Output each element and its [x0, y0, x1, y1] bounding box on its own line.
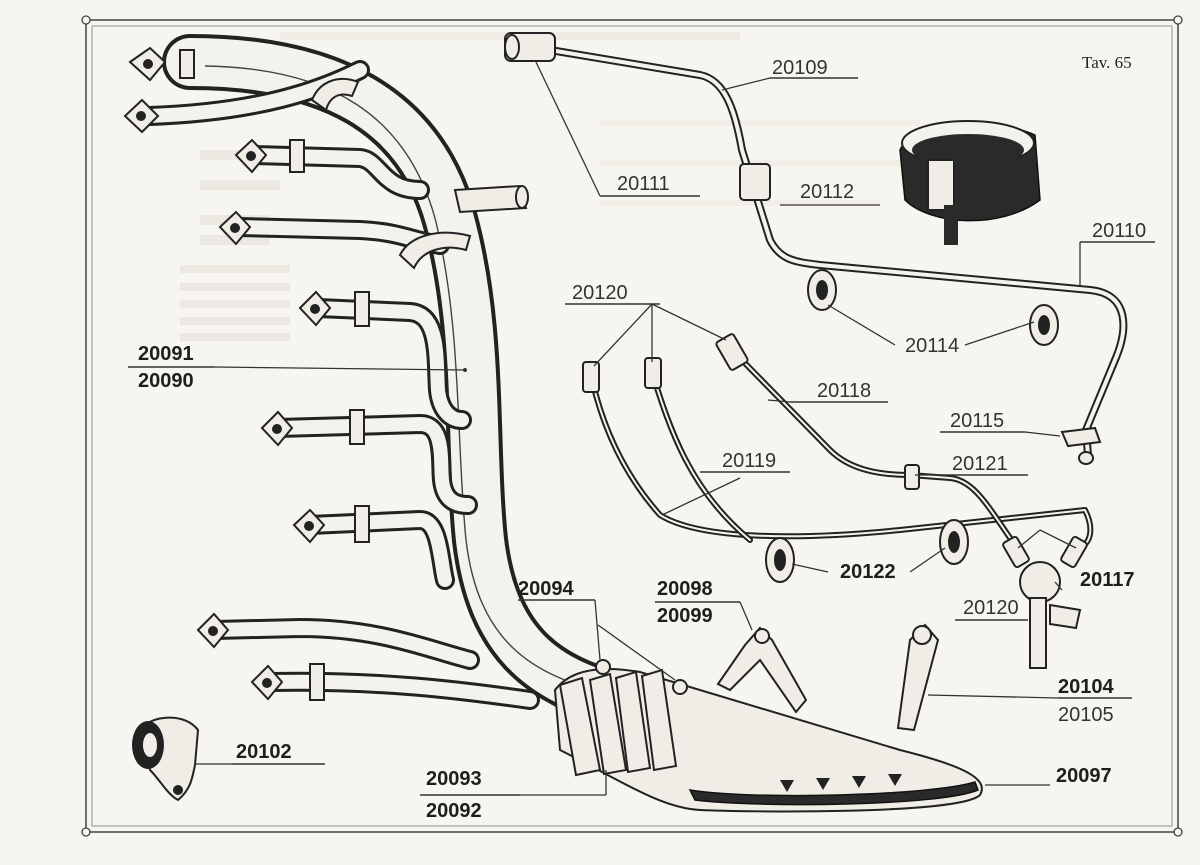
part-label-20090: 20090: [138, 370, 194, 392]
part-label-20120-bottom: 20120: [963, 597, 1019, 619]
heating-pipe: [504, 32, 1128, 465]
plate-title: Tav. 65: [1082, 53, 1132, 72]
part-label-20093: 20093: [426, 768, 482, 790]
heating-pipe-end: [1078, 451, 1094, 465]
tube-clamps-20122: [765, 519, 969, 583]
part-label-20092: 20092: [426, 800, 482, 822]
corner-mark-br: [1173, 827, 1183, 837]
part-label-20115: 20115: [950, 410, 1004, 432]
part-label-20097: 20097: [1056, 765, 1112, 787]
manifold-clamp-top: [310, 78, 360, 112]
part-label-20112: 20112: [800, 181, 854, 203]
part-label-20117: 20117: [1080, 569, 1135, 591]
part-label-20118: 20118: [817, 380, 871, 402]
part-label-20110: 20110: [1092, 220, 1146, 242]
control-valve-20117: [1019, 561, 1082, 669]
plate-border-inner: [91, 25, 1173, 827]
bracket-20098: [716, 626, 808, 714]
part-label-20111: 20111: [617, 173, 670, 195]
corner-mark-tl: [81, 15, 91, 25]
manifold-clamp-mid: [398, 231, 472, 270]
part-label-20122: 20122: [840, 561, 896, 583]
part-label-20102: 20102: [236, 741, 292, 763]
heating-pipe-joint: [739, 163, 771, 201]
part-label-20104: 20104: [1058, 676, 1114, 698]
part-label-20119: 20119: [722, 450, 776, 472]
part-label-20098: 20098: [657, 578, 713, 600]
part-label-20114: 20114: [905, 335, 959, 357]
manifold-outlet-stub: [453, 184, 528, 214]
corner-mark-bl: [81, 827, 91, 837]
part-label-20105: 20105: [1058, 704, 1114, 726]
silencer-lug-right: [672, 679, 688, 695]
mounting-flange-20102: [132, 716, 200, 802]
silencer-lug-left: [595, 659, 611, 675]
silencer: [553, 659, 983, 813]
part-label-20120-top: 20120: [572, 282, 628, 304]
silencer-vent-marks: [780, 774, 902, 792]
pipe-collars: [179, 49, 370, 701]
control-tubes: [582, 333, 1094, 569]
band-clamp-20112: [899, 120, 1041, 245]
corner-mark-tr: [1173, 15, 1183, 25]
plate-border: [85, 19, 1179, 833]
pipe-clamps-20114: [807, 269, 1059, 346]
leader-lines: [128, 59, 1155, 796]
part-label-20091: 20091: [138, 343, 194, 365]
part-label-20121: 20121: [952, 453, 1008, 475]
part-label-20109: 20109: [772, 57, 828, 79]
port-flanges: [123, 46, 332, 701]
silencer-band-clamps: [558, 668, 678, 777]
part-label-20099: 20099: [657, 605, 713, 627]
silencer-outlet-slot: [688, 781, 979, 806]
pipe-support-20115: [1060, 426, 1102, 448]
exhaust-manifold: [123, 34, 648, 728]
bracket-20104: [896, 623, 940, 732]
part-label-20094: 20094: [518, 578, 574, 600]
